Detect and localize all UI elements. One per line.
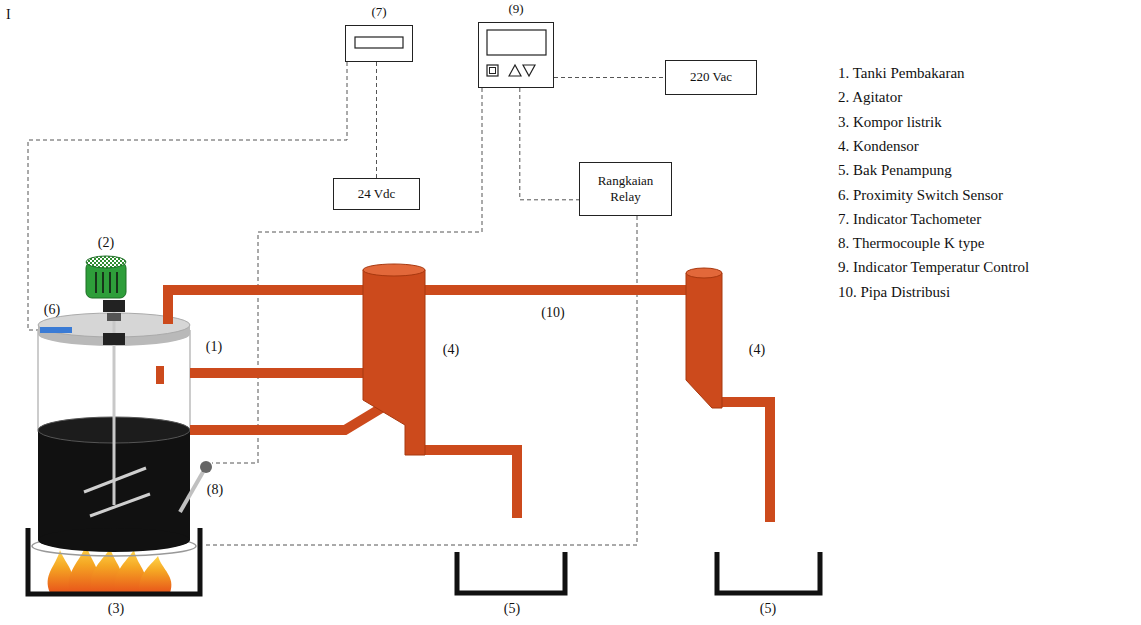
collecting-basin xyxy=(717,552,820,593)
callout-number: I xyxy=(6,7,11,24)
legend-list-item: 4. Kondensor xyxy=(838,137,919,155)
power-supply-box: 24 Vdc xyxy=(333,178,420,210)
signal-wire xyxy=(376,62,377,178)
collecting-basin xyxy=(457,552,565,593)
condenser xyxy=(686,273,722,408)
flame xyxy=(139,556,171,593)
vapor-pipe xyxy=(168,290,365,324)
callout-number: (4) xyxy=(749,342,765,359)
thermocouple-wire xyxy=(212,88,482,463)
signal-wires xyxy=(28,62,637,545)
legend-list-item: 7. Indicator Tachometer xyxy=(838,210,981,228)
legend-list-item: 2. Agitator xyxy=(838,88,902,106)
controller-display xyxy=(487,30,546,55)
condenser-top xyxy=(363,264,425,276)
box-label: 220 Vac xyxy=(690,69,732,85)
legend-list-item: 9. Indicator Temperatur Control xyxy=(838,258,1029,276)
impeller-blade xyxy=(84,468,146,492)
signal-wire xyxy=(554,77,665,78)
callout-number: (10) xyxy=(541,305,564,322)
pipe-stub xyxy=(156,366,164,384)
proximity-sensor xyxy=(40,327,72,333)
callout-number: (1) xyxy=(206,339,222,356)
shaft-coupling xyxy=(107,313,121,321)
motor-rib xyxy=(95,272,97,293)
shaft-coupling xyxy=(103,333,125,345)
stove-wire xyxy=(204,216,637,545)
stove-body xyxy=(28,528,200,594)
legend-list-item: 5. Bak Penampung xyxy=(838,161,952,179)
shaft-coupling xyxy=(103,300,125,312)
electric-stove xyxy=(28,528,200,594)
tank-wall xyxy=(189,330,191,432)
box-label: 24 Vdc xyxy=(358,186,396,202)
impeller-blade xyxy=(90,494,150,516)
callout-number: (5) xyxy=(504,601,520,618)
callout-number: (7) xyxy=(371,4,386,20)
legend-list-item: 3. Kompor listrik xyxy=(838,113,942,131)
agitator-shaft xyxy=(113,300,116,505)
temperature-controller: (9) xyxy=(478,22,554,88)
thermocouple-probe xyxy=(180,472,203,512)
outlet-pipe xyxy=(716,402,770,522)
distribution-pipe xyxy=(425,285,688,295)
condenser-top xyxy=(686,268,722,278)
motor-rib xyxy=(116,272,118,293)
down-button xyxy=(523,65,535,76)
callout-number: (9) xyxy=(508,1,523,17)
condenser xyxy=(363,270,425,455)
up-button xyxy=(509,65,521,76)
motor-rib xyxy=(102,272,104,293)
tank-wall xyxy=(37,330,39,432)
callout-number: (6) xyxy=(44,302,60,319)
relay-box: Rangkaian Relay xyxy=(579,162,672,216)
controller-button xyxy=(487,65,498,76)
tachometer-display xyxy=(355,37,403,48)
callout-number: (5) xyxy=(760,601,776,618)
combustion-tank xyxy=(32,256,212,556)
legend-list-item: 6. Proximity Switch Sensor xyxy=(838,186,1003,204)
callout-number: (8) xyxy=(207,482,223,499)
box-label: Rangkaian Relay xyxy=(590,173,662,206)
power-supply-box: 220 Vac xyxy=(665,60,757,95)
vapor-pipe xyxy=(190,368,366,378)
distribution-pipes xyxy=(168,290,770,522)
legend-list-item: 10. Pipa Distribusi xyxy=(838,283,950,301)
tachometer-indicator: (7) xyxy=(345,25,413,62)
callout-number: (2) xyxy=(98,235,114,252)
signal-wire xyxy=(520,88,579,200)
outlet-pipe xyxy=(420,450,517,518)
callout-number: (3) xyxy=(108,601,124,618)
legend-list-item: 1. Tanki Pembakaran xyxy=(838,64,965,82)
motor-top xyxy=(86,256,126,268)
thermocouple-head xyxy=(200,461,212,473)
callout-number: (4) xyxy=(443,342,459,359)
controller-button xyxy=(490,68,496,74)
tank-drum xyxy=(38,528,190,552)
legend-list-item: 8. Thermocouple K type xyxy=(838,234,984,252)
motor-rib xyxy=(109,272,111,293)
